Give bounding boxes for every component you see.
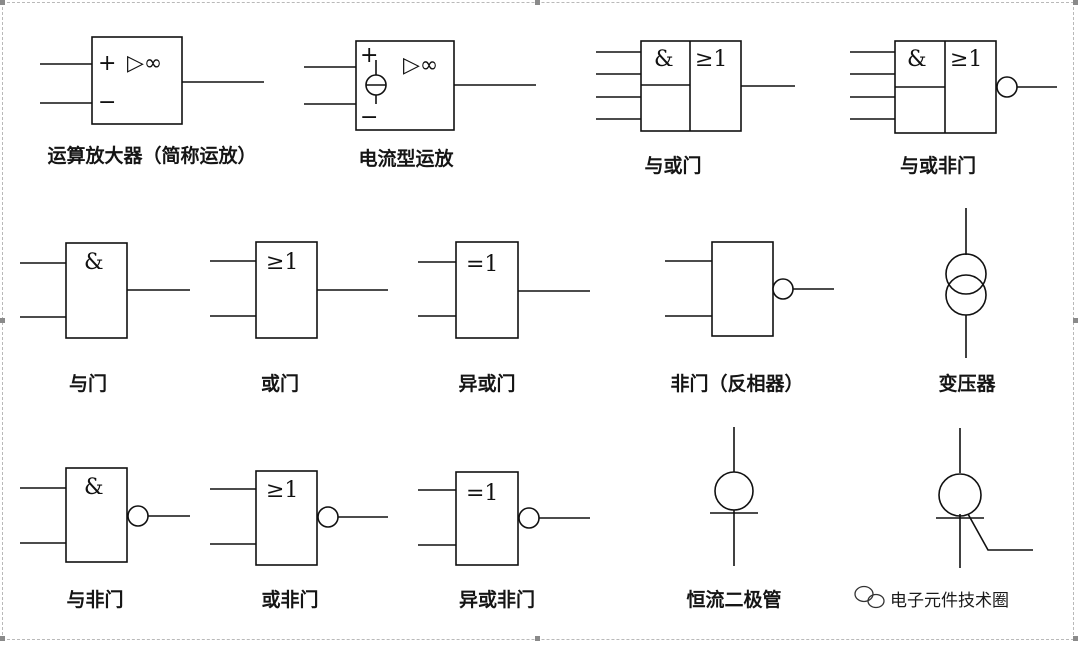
op-amp-symbol: + − ▷∞ 运算放大器（简称运放）: [40, 36, 264, 167]
caption-and-or-not-gate: 与或非门: [900, 154, 976, 177]
caption-not-gate: 非门（反相器）: [670, 372, 803, 395]
resize-handle[interactable]: [0, 318, 5, 323]
and-label: &: [907, 47, 927, 72]
resize-handle[interactable]: [535, 636, 540, 641]
nor-gate-symbol: ≥1 或非门: [210, 470, 388, 611]
current-op-amp-symbol: + − ▷∞ 电流型运放: [304, 40, 536, 170]
resize-handle[interactable]: [1073, 0, 1078, 5]
or-label: ≥1: [266, 478, 298, 503]
watermark: 电子元件技术圈: [854, 585, 1009, 611]
or-label: ≥1: [695, 47, 727, 72]
constant-current-diode-symbol: 恒流二极管: [686, 427, 782, 611]
caption-op-amp: 运算放大器（简称运放）: [47, 144, 256, 167]
plus-sign: +: [360, 43, 378, 68]
or-gate-symbol: ≥1 或门: [210, 241, 388, 395]
xor-gate-symbol: =1 异或门: [418, 241, 590, 395]
plus-sign: +: [98, 51, 116, 76]
wechat-icon: [854, 585, 885, 609]
and-label: &: [84, 250, 104, 275]
resize-handle[interactable]: [1073, 636, 1078, 641]
current-regulator-diode-symbol: [936, 428, 1033, 568]
minus-sign: −: [360, 105, 378, 130]
caption-and-gate: 与门: [69, 372, 107, 395]
amplifier-gain-symbol: ▷∞: [127, 51, 162, 76]
or-label: ≥1: [950, 47, 982, 72]
caption-and-or-gate: 与或门: [644, 154, 701, 177]
and-label: &: [84, 475, 104, 500]
xnor-label: =1: [466, 481, 498, 506]
or-label: ≥1: [266, 250, 298, 275]
caption-nand-gate: 与非门: [66, 588, 123, 611]
caption-transformer: 变压器: [938, 372, 996, 395]
minus-sign: −: [98, 90, 116, 115]
and-or-gate-symbol: & ≥1 与或门: [596, 40, 795, 177]
amplifier-gain-symbol: ▷∞: [403, 53, 438, 78]
resize-handle[interactable]: [535, 0, 540, 5]
caption-xor-gate: 异或门: [458, 372, 515, 395]
caption-xnor-gate: 异或非门: [459, 588, 535, 611]
xnor-label: =1: [466, 252, 498, 277]
nand-gate-symbol: & 与非门: [20, 467, 190, 611]
and-label: &: [654, 47, 674, 72]
resize-handle[interactable]: [0, 0, 5, 5]
resize-handle[interactable]: [1073, 318, 1078, 323]
not-gate-symbol: 非门（反相器）: [665, 241, 834, 395]
caption-current-op-amp: 电流型运放: [358, 147, 454, 170]
caption-or-gate: 或门: [261, 372, 299, 395]
and-gate-symbol: & 与门: [20, 242, 190, 395]
caption-constant-current-diode: 恒流二极管: [686, 588, 781, 611]
xnor-gate-symbol: =1 异或非门: [418, 471, 590, 611]
caption-nor-gate: 或非门: [261, 588, 318, 611]
and-or-not-gate-symbol: & ≥1 与或非门: [850, 40, 1057, 177]
watermark-text: 电子元件技术圈: [890, 591, 1009, 611]
transformer-symbol: 变压器: [938, 208, 996, 395]
resize-handle[interactable]: [0, 636, 5, 641]
